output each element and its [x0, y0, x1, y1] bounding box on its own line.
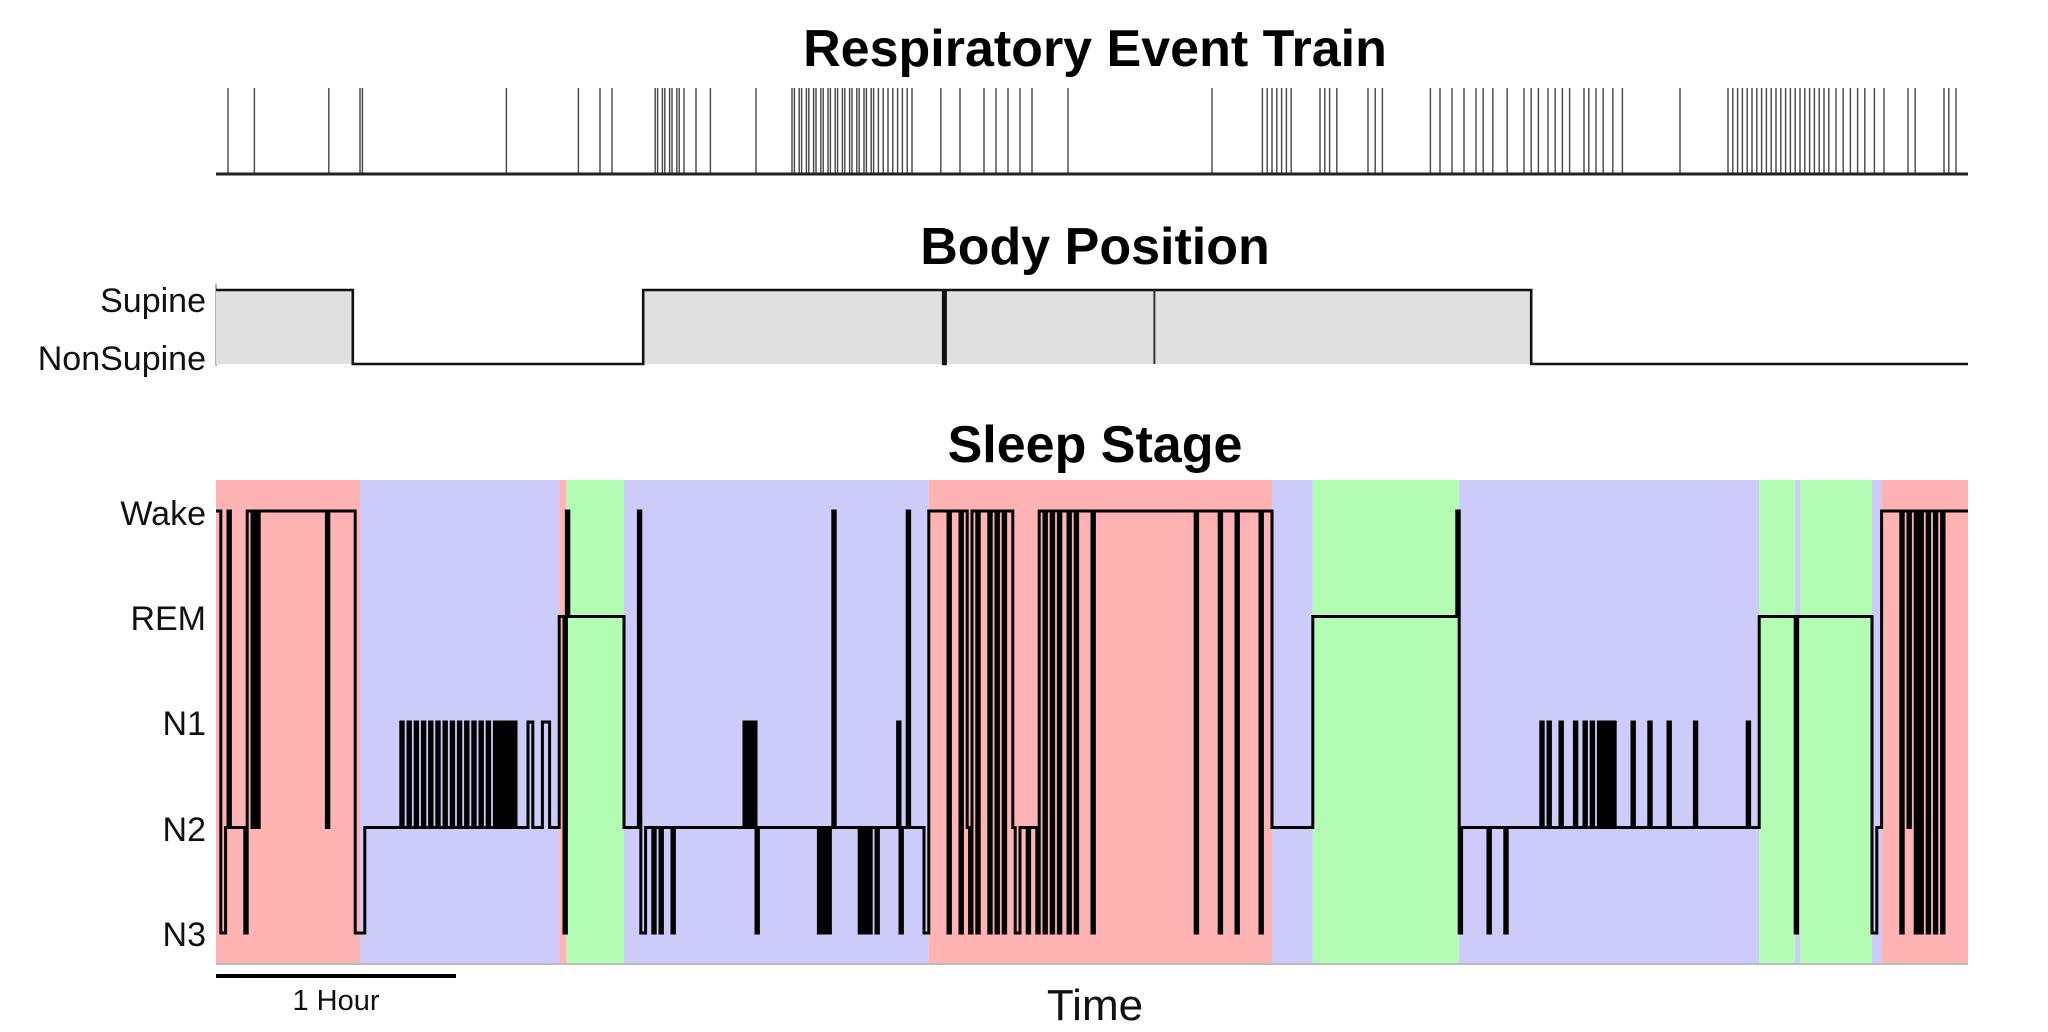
stage-tick-rem: REM [130, 600, 206, 638]
x-axis-label: Time [1047, 981, 1143, 1030]
stage-background-rem [566, 480, 624, 964]
respiratory-title: Respiratory Event Train [803, 20, 1387, 78]
supine-fill [216, 290, 353, 364]
supine-fill [945, 290, 1532, 364]
body-position-plot [215, 284, 1968, 366]
supine-fill [643, 290, 944, 364]
stage-background-wake [1881, 480, 1968, 964]
body-position-title: Body Position [920, 218, 1270, 276]
stage-tick-n3: N3 [163, 916, 206, 954]
stage-background-rem [1312, 480, 1460, 964]
position-tick-supine: Supine [100, 282, 206, 320]
hypnogram-line [216, 509, 1968, 935]
scale-bar-label: 1 Hour [292, 985, 379, 1017]
respiratory-events [227, 88, 1957, 174]
stage-background-rem [1800, 480, 1872, 964]
body-position-line [216, 288, 1968, 366]
stage-background-wake [928, 480, 1272, 964]
stage-tick-n1: N1 [163, 705, 206, 743]
stage-tick-n2: N2 [163, 811, 206, 849]
position-tick-nonsupine: NonSupine [38, 340, 206, 378]
stage-background-wake [264, 480, 360, 964]
stage-background-rem [1759, 480, 1796, 964]
stage-tick-wake: Wake [120, 495, 206, 533]
sleep-stage-title: Sleep Stage [948, 416, 1243, 474]
stage-background-nrem [1872, 480, 1882, 964]
stage-background-nrem [624, 480, 929, 964]
stage-background-nrem [1272, 480, 1313, 964]
